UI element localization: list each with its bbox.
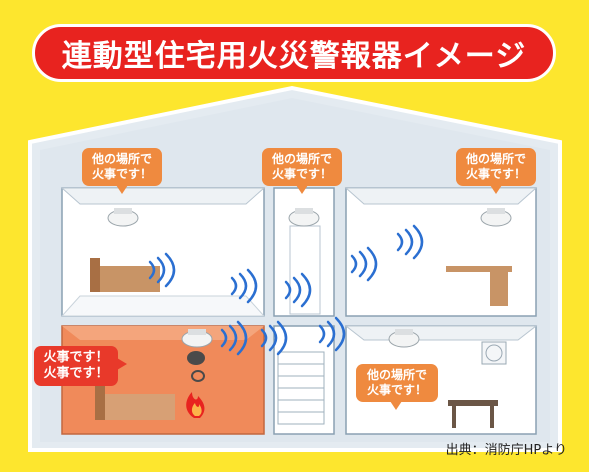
room-bottom-center: [273, 325, 335, 435]
stairs: [277, 351, 325, 425]
bed: [90, 266, 160, 292]
speech-bubble-top-left: 他の場所で 火事です！: [82, 148, 162, 194]
bubble-line-2: 火事です！: [465, 167, 526, 181]
desk: [446, 266, 512, 272]
alarm-bottom-right: [388, 329, 420, 348]
bubble-line-1: 他の場所で: [271, 152, 332, 166]
table: [448, 400, 498, 406]
room-top-left: [60, 187, 266, 317]
diagram-title: 連動型住宅用火災警報器イメージ: [32, 24, 556, 82]
alarm-bottom-left: [181, 329, 213, 348]
bubble-line-2: 火事です！: [43, 366, 109, 381]
signal-waves: [148, 224, 424, 356]
smoke: [187, 351, 205, 382]
fire-icon: [186, 392, 205, 418]
alarm-top-left: [107, 208, 139, 227]
room-top-center: [273, 187, 335, 317]
bubble-line-1: 他の場所で: [366, 368, 427, 382]
bubble-line-2: 火事です！: [366, 383, 427, 397]
bed: [95, 394, 175, 420]
bubble-line-2: 火事です！: [271, 167, 332, 181]
speech-bubble-top-right: 他の場所で 火事です！: [456, 148, 536, 194]
speech-bubble-fire-room: 火事です！ 火事です！: [34, 346, 127, 386]
bubble-line-2: 火事です！: [91, 167, 152, 181]
bubble-line-1: 火事です！: [43, 350, 109, 365]
source-credit: 出典：消防庁HPより: [445, 443, 567, 458]
alarm-top-center: [288, 208, 320, 227]
alarm-top-right: [480, 208, 512, 227]
room-top-right: [344, 187, 538, 317]
bubble-line-1: 他の場所で: [465, 152, 526, 166]
bubble-line-1: 他の場所で: [91, 152, 152, 166]
speech-bubble-bottom-right: 他の場所で 火事です！: [356, 364, 438, 410]
speech-bubble-top-center: 他の場所で 火事です！: [262, 148, 342, 194]
